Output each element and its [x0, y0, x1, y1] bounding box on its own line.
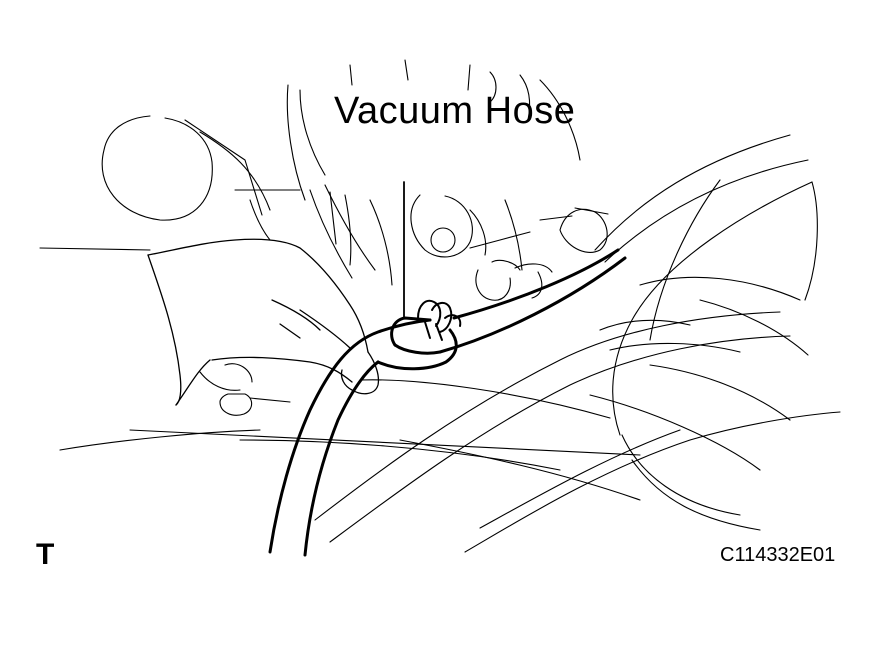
hose-bundle-icon	[315, 135, 840, 552]
figure-code: C114332E01	[720, 544, 836, 566]
engine-parts-icon	[40, 60, 808, 500]
vacuum-hose-icon	[270, 250, 625, 555]
hose-clamp-icon	[418, 301, 460, 340]
hand-icon	[148, 239, 378, 405]
view-mark: T	[36, 538, 55, 571]
vacuum-hose-label: Vacuum Hose	[334, 90, 576, 132]
